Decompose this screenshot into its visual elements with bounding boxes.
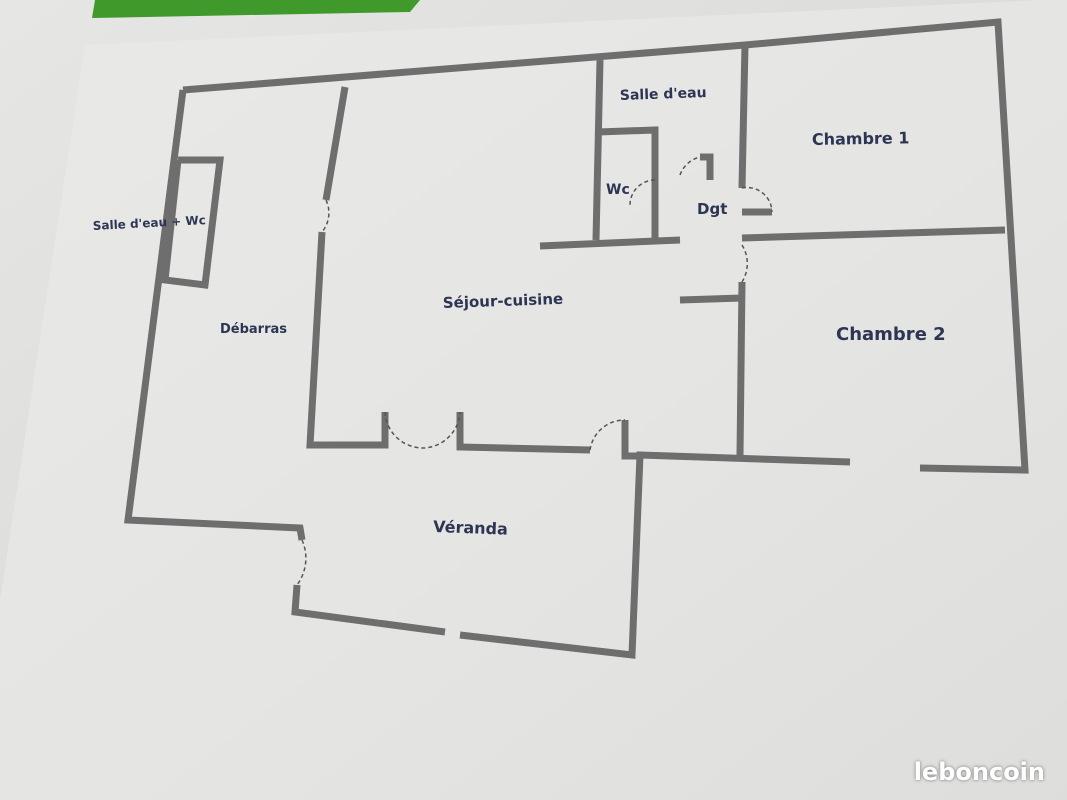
label-salle-eau-wc: Salle d'eau + Wc <box>92 213 206 233</box>
label-dgt: Dgt <box>697 200 727 218</box>
label-sejour-cuisine: Séjour-cuisine <box>443 290 564 312</box>
walls <box>124 18 1029 659</box>
label-veranda: Véranda <box>433 517 508 539</box>
label-chambre-2: Chambre 2 <box>836 324 946 345</box>
label-debarras: Débarras <box>220 322 287 337</box>
label-wc: Wc <box>606 182 630 198</box>
leboncoin-watermark: leboncoin <box>913 758 1045 786</box>
label-chambre-1: Chambre 1 <box>812 128 910 149</box>
doors <box>296 156 773 586</box>
label-salle-eau: Salle d'eau <box>620 85 707 104</box>
green-header-band <box>92 0 420 18</box>
room-labels: Salle d'eau + Wc Débarras Séjour-cuisine… <box>92 85 945 539</box>
